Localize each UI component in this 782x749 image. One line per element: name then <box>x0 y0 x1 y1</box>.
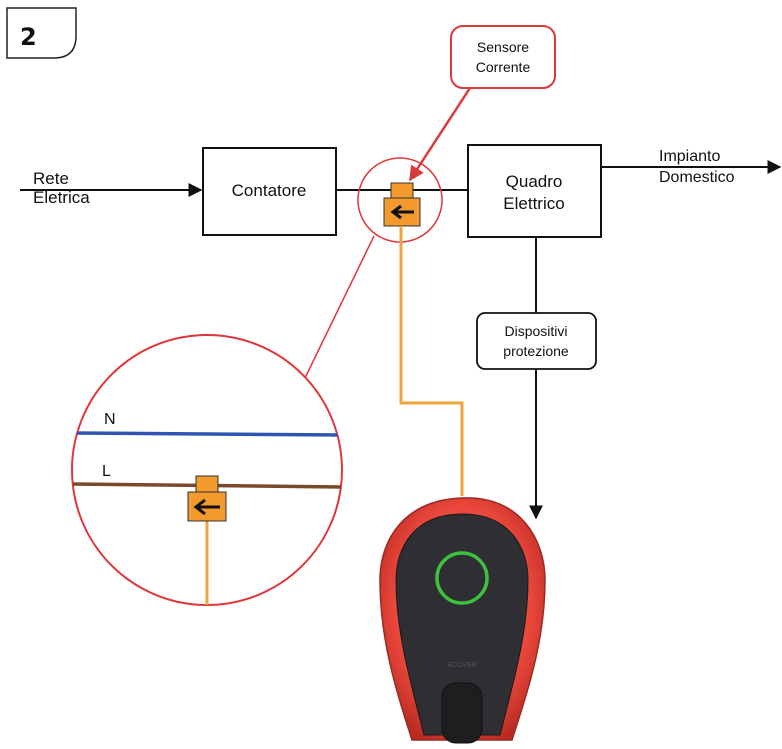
panel-label-line2: Elettrico <box>503 194 564 213</box>
charger-plug-holder <box>441 682 483 744</box>
sensor-callout-arrow <box>408 87 472 182</box>
sensor-cable <box>399 226 464 496</box>
zoom-connector-line <box>304 235 375 379</box>
step-number: 2 <box>20 23 37 51</box>
grid-label-line1: Rete <box>33 169 69 188</box>
zoom-current-sensor <box>187 475 227 522</box>
sensor-label-line1: Sensore <box>477 39 529 55</box>
panel-box: Quadro Elettrico <box>467 144 602 238</box>
ev-charger: ECOVER <box>379 497 546 744</box>
home-label-line2: Domestico <box>659 169 735 186</box>
protection-label-line2: protezione <box>503 343 569 359</box>
panel-label-line1: Quadro <box>506 172 563 191</box>
neutral-wire <box>72 431 342 437</box>
sensor-label-line2: Corrente <box>476 59 531 75</box>
meter-label: Contatore <box>232 181 307 200</box>
meter-box: Contatore <box>202 147 337 236</box>
neutral-label: N <box>104 411 116 428</box>
protection-label-line1: Dispositivi <box>504 323 567 339</box>
live-label: L <box>102 463 111 480</box>
protection-box: Dispositivi protezione <box>476 312 597 370</box>
sensor-direction-arrow-icon <box>390 204 414 220</box>
grid-label-line2: Eletrica <box>33 188 90 207</box>
step-badge: 2 <box>6 7 77 59</box>
charger-status-ring <box>435 551 489 605</box>
charger-brand-label: ECOVER <box>447 662 477 669</box>
home-label-line1: Impianto <box>659 148 720 165</box>
current-sensor <box>383 182 421 227</box>
zoom-detail: N L <box>71 334 343 606</box>
zoom-sensor-arrow-icon <box>193 498 220 516</box>
sensor-callout: Sensore Corrente <box>408 25 556 182</box>
